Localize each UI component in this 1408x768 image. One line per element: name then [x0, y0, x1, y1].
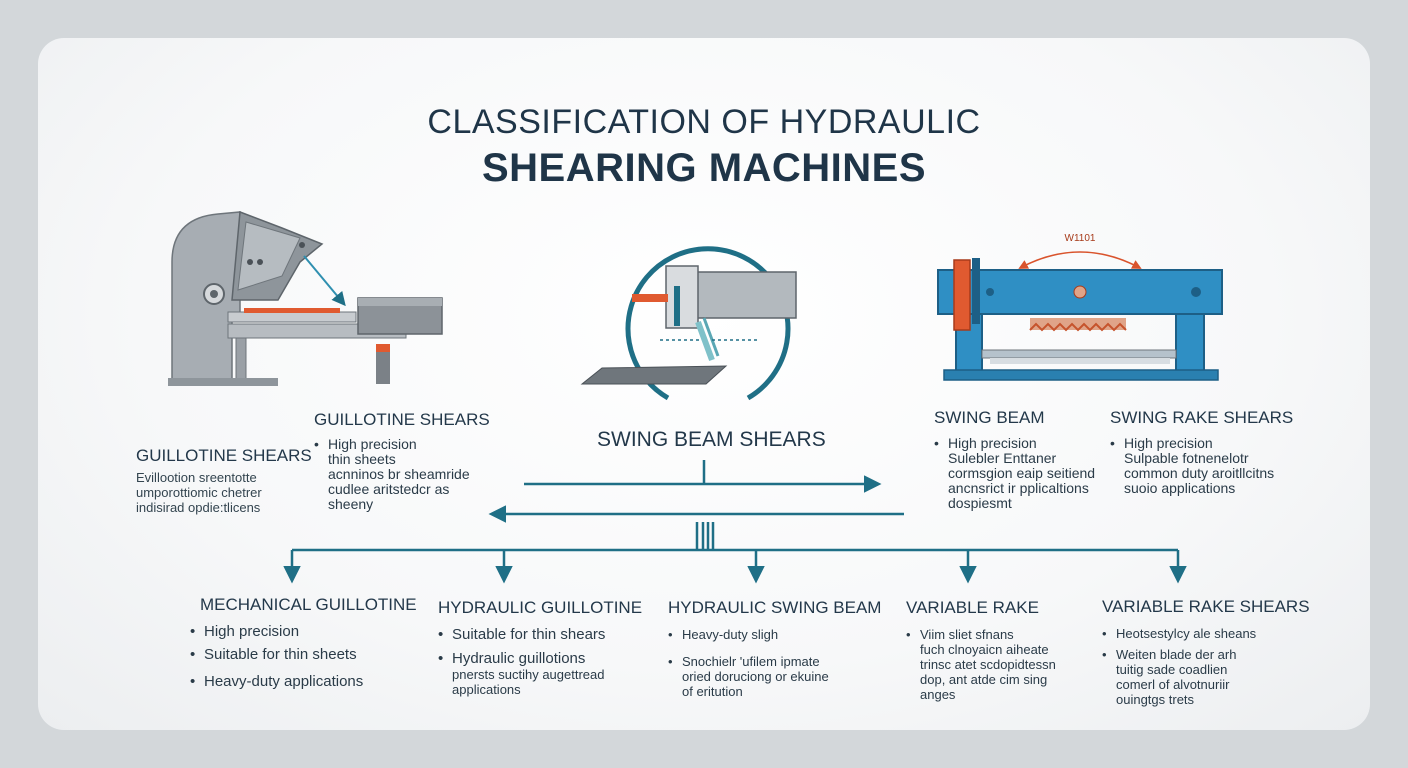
variable-rake-line-2: trinsc atet scdopidtessn — [920, 657, 1056, 672]
swing-beam-right-bullet: High precision — [934, 436, 1095, 452]
variable-rake-shears-bullet-2: Weiten blade der arh — [1102, 647, 1310, 662]
guillotine-left-line-1: Evillootion sreentotte — [136, 470, 257, 485]
variable-rake-line-4: anges — [920, 687, 956, 702]
swing-beam-right-line-3: ancnsrict ir pplicaltions — [948, 480, 1089, 496]
swing-rake-bullet: High precision — [1110, 436, 1293, 452]
hydraulic-guillotine-line-1: pnersts suctihy augettread — [452, 667, 605, 682]
mechanical-guillotine-bullet-1: High precision — [190, 620, 417, 643]
hydraulic-guillotine: HYDRAULIC GUILLOTINE Suitable for thin s… — [438, 598, 642, 697]
hydraulic-swing-beam-heading: HYDRAULIC SWING BEAM — [668, 598, 882, 617]
variable-rake-line-3: dop, ant atde cim sing — [920, 672, 1048, 687]
swing-beam-right-line-2: cormsgion eaip seitiend — [948, 465, 1096, 481]
guillotine-left-line-2: umporottiomic chetrer — [136, 485, 262, 500]
guillotine-left-line-3: indisirad opdie:tlicens — [136, 500, 261, 515]
variable-rake-line-1: fuch clnoyaicn aiheate — [920, 642, 1049, 657]
hydraulic-swing-beam: HYDRAULIC SWING BEAM Heavy-duty sligh Sn… — [668, 598, 881, 699]
variable-rake-bullet-1: Viim sliet sfnans — [906, 627, 1056, 642]
mechanical-guillotine: MECHANICAL GUILLOTINE High precision Sui… — [190, 595, 417, 693]
variable-rake-shears-heading: VARIABLE RAKE SHEARS — [1102, 597, 1310, 616]
guillotine-right-heading: GUILLOTINE SHEARS — [314, 410, 490, 429]
mechanical-guillotine-bullet-3: Heavy-duty applications — [190, 670, 417, 693]
hydraulic-swing-beam-line-2: of eritution — [682, 684, 743, 699]
swing-rake-line-3: suoio applications — [1124, 480, 1236, 496]
guillotine-shears-right: GUILLOTINE SHEARS High precision thin sh… — [314, 410, 490, 512]
swing-beam-right-line-1: Sulebler Enttaner — [948, 450, 1057, 466]
mechanical-guillotine-heading: MECHANICAL GUILLOTINE — [200, 595, 417, 614]
variable-rake-heading: VARIABLE RAKE — [906, 598, 1039, 617]
hydraulic-guillotine-bullet-1: Suitable for thin shears — [438, 623, 642, 646]
guillotine-right-line-4: sheeny — [328, 496, 374, 512]
page-title-line-1: CLASSIFICATION OF HYDRAULIC — [427, 103, 981, 141]
hydraulic-guillotine-heading: HYDRAULIC GUILLOTINE — [438, 598, 643, 617]
variable-rake: VARIABLE RAKE Viim sliet sfnans fuch cln… — [906, 598, 1056, 702]
variable-rake-shears-line-2: comerl of alvotnuriir — [1116, 677, 1230, 692]
swing-beam-right-heading: SWING BEAM — [934, 408, 1045, 427]
variable-rake-shears-line-1: tuitig sade coadlien — [1116, 662, 1228, 677]
hydraulic-guillotine-bullet-2: Hydraulic guillotions — [438, 650, 642, 667]
swing-rake-shears: SWING RAKE SHEARS High precision Sulpabl… — [1110, 408, 1293, 496]
hydraulic-swing-beam-bullet-2: Snochielr 'ufilem ipmate — [668, 654, 881, 669]
swing-rake-line-2: common duty aroitllcitns — [1124, 465, 1275, 481]
guillotine-left-heading: GUILLOTINE SHEARS — [136, 446, 312, 465]
swing-beam-right: SWING BEAM High precision Sulebler Entta… — [934, 408, 1095, 511]
guillotine-right-bullet: High precision — [314, 437, 490, 453]
variable-rake-shears-bullet-1: Heotsestylcy ale sheans — [1102, 626, 1310, 641]
variable-rake-shears-line-3: ouingtgs trets — [1116, 692, 1195, 707]
swing-beam-shears-heading: SWING BEAM SHEARS — [597, 428, 826, 451]
swing-rake-line-1: Sulpable fotnenelotr — [1124, 450, 1249, 466]
hydraulic-swing-beam-bullet-1: Heavy-duty sligh — [668, 627, 881, 642]
swing-beam-right-line-4: dospiesmt — [948, 495, 1012, 511]
guillotine-right-line-3: cudlee aritstedcr as — [328, 481, 450, 497]
variable-rake-shears: VARIABLE RAKE SHEARS Heotsestylcy ale sh… — [1102, 597, 1310, 707]
connector-arrows — [283, 460, 1187, 584]
guillotine-machine-illustration — [168, 210, 443, 386]
guillotine-right-line-2: acnninos br sheamride — [328, 466, 470, 482]
hydraulic-guillotine-line-2: applications — [452, 682, 521, 697]
guillotine-shears-left: GUILLOTINE SHEARS Evillootion sreentotte… — [136, 446, 312, 515]
swing-rake-heading: SWING RAKE SHEARS — [1110, 408, 1294, 427]
dimension-label: W1101 — [1065, 233, 1096, 244]
guillotine-right-line-1: thin sheets — [328, 451, 396, 467]
swing-rake-illustration — [937, 251, 1223, 381]
page-title-line-2: SHEARING MACHINES — [481, 146, 927, 190]
mechanical-guillotine-bullet-2: Suitable for thin sheets — [190, 643, 417, 666]
hydraulic-swing-beam-line-1: oried doruciong or ekuine — [682, 669, 829, 684]
swing-beam-illustration — [580, 246, 797, 401]
